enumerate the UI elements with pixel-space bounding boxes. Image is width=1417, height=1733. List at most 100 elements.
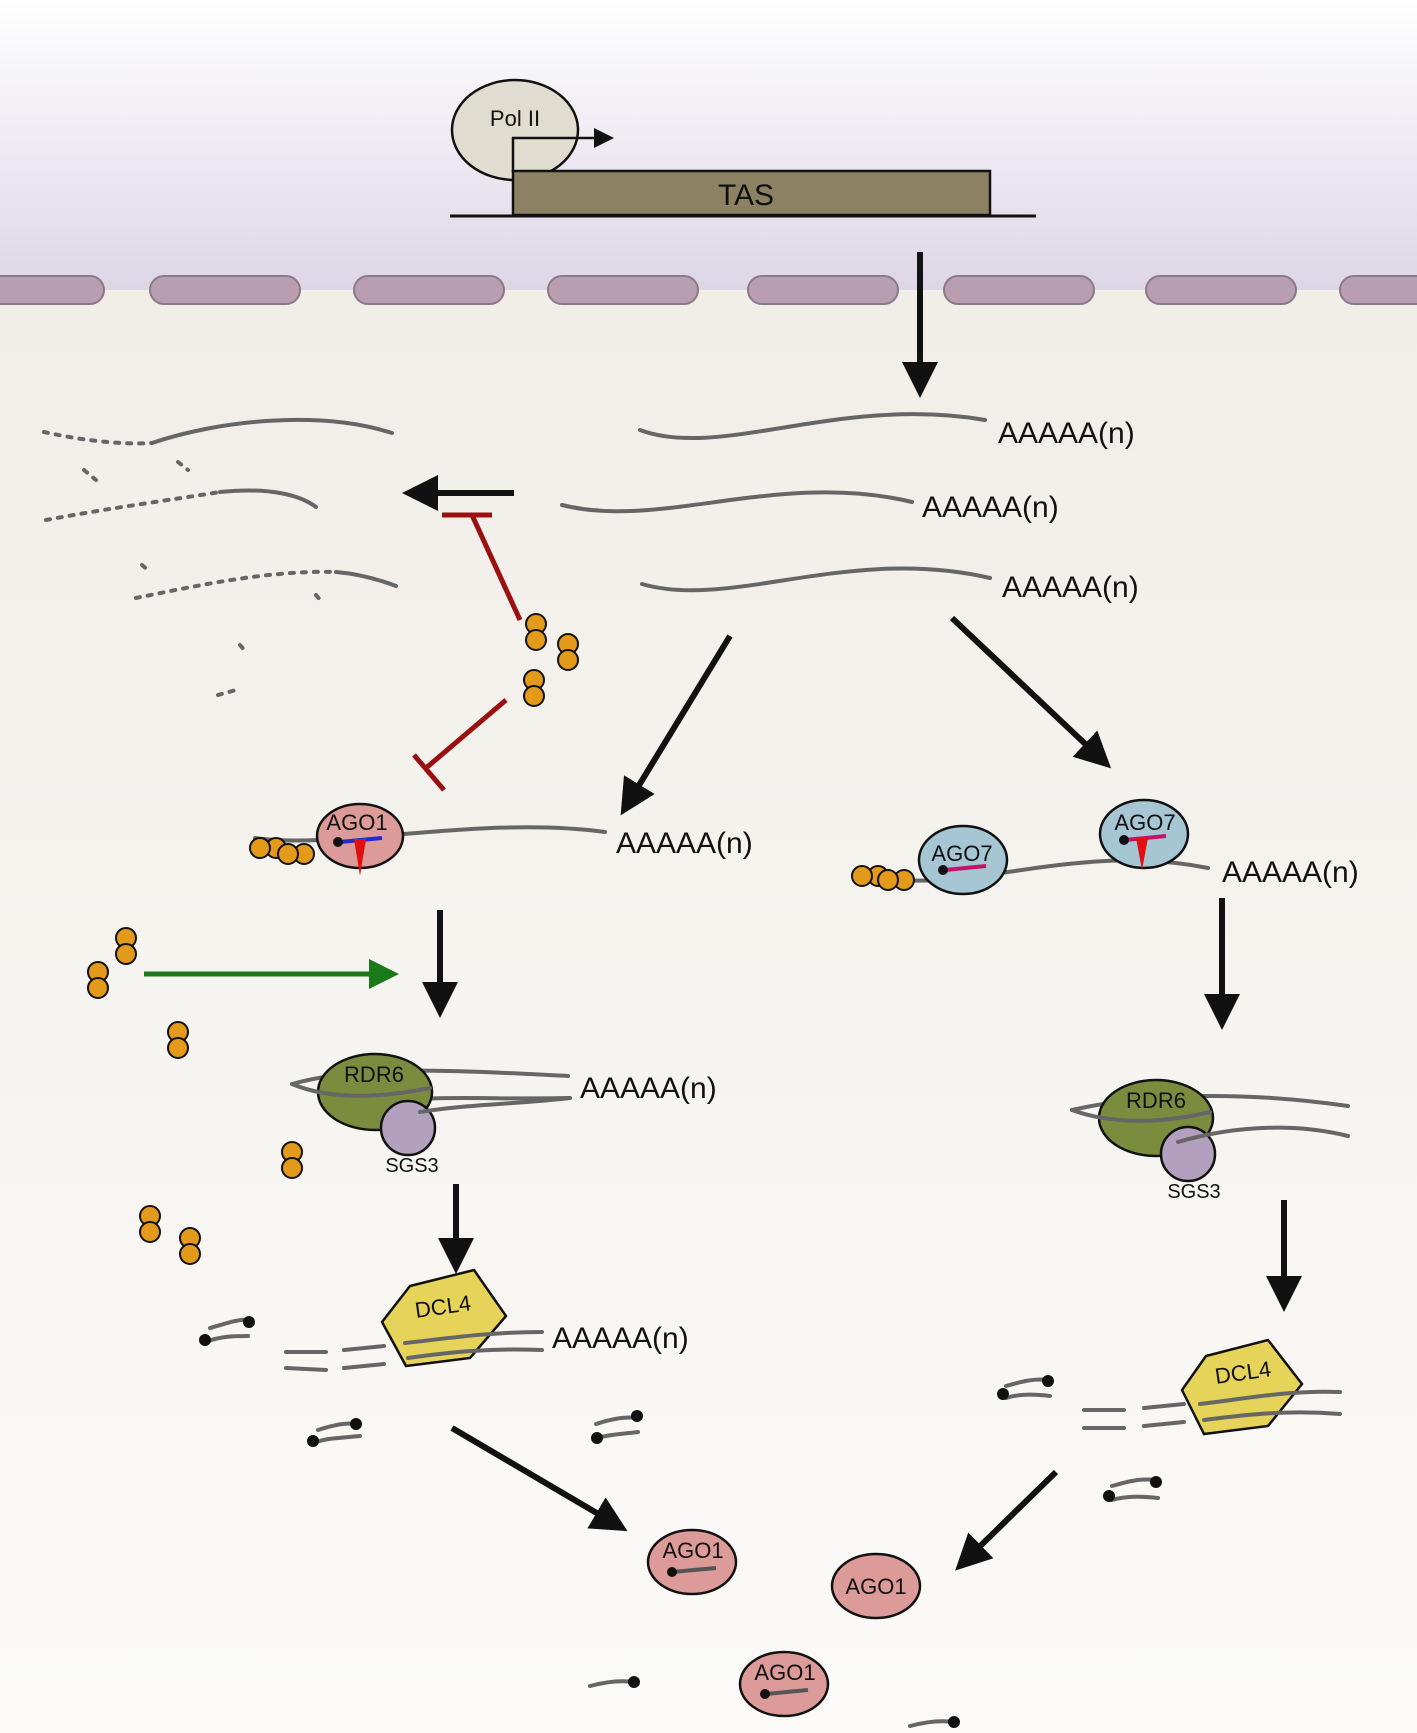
arrow-to-ago7 <box>949 615 1112 769</box>
transcript-1-polya: AAAAA(n) <box>998 417 1135 450</box>
dcl4-left-polya: AAAAA(n) <box>552 1322 689 1355</box>
transcript-3 <box>640 566 992 593</box>
dsrna <box>1202 1410 1342 1422</box>
ago1-cleavage-complex: AGO1 AAAAA(n) <box>253 802 753 876</box>
free-tasirna <box>908 1716 960 1728</box>
ago1-label: AGO1 <box>326 810 387 835</box>
ago1-label: AGO1 <box>754 1660 815 1685</box>
arrow-to-ago1-loading-right <box>955 1469 1059 1571</box>
tasirna-duplex <box>307 1418 362 1447</box>
cleavage-site-icon <box>354 839 366 876</box>
degraded-fragment <box>44 490 222 522</box>
rdr6-label: RDR6 <box>1126 1088 1186 1113</box>
target-rna <box>253 825 607 843</box>
template-rna <box>290 1082 432 1098</box>
orange-dimer <box>525 613 547 651</box>
sgs3-label: SGS3 <box>385 1155 438 1177</box>
arrow-to-ago1-loading-left <box>450 1425 628 1532</box>
ago7-complex-polya: AAAAA(n) <box>1222 856 1359 889</box>
orange-dimer <box>179 1227 201 1265</box>
ago1-complex-polya: AAAAA(n) <box>616 827 753 860</box>
sgs3-label: SGS3 <box>1167 1181 1220 1203</box>
orange-dimer <box>115 927 137 965</box>
mirna-end <box>1119 835 1129 845</box>
regulatory-proteins <box>87 613 915 1265</box>
orange-dimer <box>277 843 315 865</box>
ago7-protein <box>1098 798 1190 870</box>
orange-dimer <box>557 633 579 671</box>
transcript-2-polya: AAAAA(n) <box>922 491 1059 524</box>
rdr6-label: RDR6 <box>344 1062 404 1087</box>
orange-dimer <box>139 1205 161 1243</box>
tas-gene-label: TAS <box>718 179 774 212</box>
free-tasirna <box>588 1676 640 1688</box>
ago1-tasirna-complex: AGO1 <box>646 1528 738 1596</box>
tas-transcripts: AAAAA(n) AAAAA(n) AAAAA(n) <box>560 412 1139 604</box>
dsrna <box>406 1347 544 1360</box>
template-rna <box>1070 1108 1212 1123</box>
second-strand-rna <box>418 1096 572 1114</box>
inhibition-degradation <box>442 512 523 622</box>
degraded-fragment <box>334 570 398 588</box>
nuclear-envelope <box>0 275 1417 305</box>
tasirna-duplexes <box>199 1316 1162 1502</box>
ago1-loaded-complexes: AGO1 AGO1 AGO1 <box>588 1528 960 1728</box>
orange-dimer <box>523 669 545 707</box>
mirna-end <box>333 837 343 847</box>
degraded-fragment <box>218 488 318 509</box>
ago1-protein <box>646 1528 738 1596</box>
sgs3-protein <box>1159 1125 1217 1183</box>
ago1-label: AGO1 <box>662 1538 723 1563</box>
rdr6-complex-left: RDR6 SGS3 AAAAA(n) <box>290 1052 717 1177</box>
tasirna-duplex <box>997 1375 1054 1400</box>
ago1-protein <box>830 1552 922 1620</box>
ago7-protein <box>917 824 1009 896</box>
orange-dimer <box>87 961 109 999</box>
dsrna <box>1198 1389 1342 1406</box>
ago1-unloaded: AGO1 <box>830 1552 922 1620</box>
dsrna-cut <box>284 1344 386 1372</box>
ago7-label: AGO7 <box>1114 810 1175 835</box>
nucleus-region <box>0 0 1417 290</box>
transcription-start-arrow <box>511 128 614 172</box>
rdr6-left-polya: AAAAA(n) <box>580 1072 717 1105</box>
dsrna <box>403 1330 544 1345</box>
dcl4-complex-left: DCL4 AAAAA(n) <box>284 1268 689 1372</box>
cleavage-site-icon <box>1136 838 1148 870</box>
arrow-to-ago1 <box>620 634 733 816</box>
mirna-guide <box>944 864 987 872</box>
orange-dimer <box>877 869 915 891</box>
inhibition-ago1-cleavage <box>412 698 508 792</box>
dsrna-cut <box>1082 1402 1186 1430</box>
degraded-fragment <box>134 569 338 600</box>
tasirna-duplex <box>1103 1476 1162 1502</box>
ago7-label: AGO7 <box>931 841 992 866</box>
degraded-fragment <box>150 417 394 445</box>
cytoplasm-region <box>0 290 1417 1733</box>
second-strand-rna <box>1176 1125 1350 1144</box>
pol-ii-label: Pol II <box>490 106 540 131</box>
ago1-label: AGO1 <box>845 1574 906 1599</box>
inhibition-marks <box>412 512 523 792</box>
transcript-1 <box>638 412 987 441</box>
mirna-end <box>938 865 948 875</box>
degraded-transcripts <box>42 417 398 697</box>
transcript-2 <box>560 490 914 514</box>
ago7-complex: AGO7 AGO7 AAAAA(n) <box>860 798 1359 896</box>
dcl4-complex-right: DCL4 <box>1082 1338 1342 1436</box>
tasirna-duplex <box>199 1316 255 1346</box>
ago1-tasirna-complex: AGO1 <box>738 1650 830 1718</box>
tasirna-duplex <box>591 1410 643 1444</box>
orange-dimer <box>281 1141 303 1179</box>
dcl4-protein <box>1180 1338 1304 1436</box>
degraded-fragment <box>42 430 154 446</box>
ago1-protein <box>738 1650 830 1718</box>
degraded-fragment <box>82 460 324 697</box>
transcript-3-polya: AAAAA(n) <box>1002 571 1139 604</box>
sgs3-protein <box>379 1099 437 1157</box>
orange-dimer <box>167 1021 189 1059</box>
tas-transcription: Pol II TAS <box>450 78 1036 218</box>
rdr6-complex-right: RDR6 SGS3 <box>1070 1078 1350 1203</box>
